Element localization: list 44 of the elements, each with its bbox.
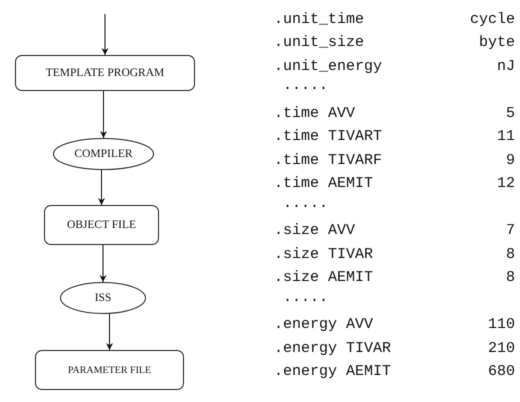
arrow (100, 244, 106, 282)
process-box (15, 55, 195, 91)
parameter-text: .energy TIVAR (274, 340, 392, 358)
parameter-text: .time TIVARF (274, 152, 382, 170)
parameter-text: .size AEMIT (274, 269, 374, 288)
value-text: 210 (488, 340, 515, 358)
arrow (100, 90, 107, 138)
parameter-text: .unit_time (274, 11, 364, 29)
node-label: OBJECT FILE (66, 219, 136, 231)
node-label: COMPILER (74, 148, 133, 160)
parameter-text: .time AEMIT (274, 175, 374, 194)
arrow (98, 170, 105, 206)
node-label: PARAMETER FILE (68, 364, 152, 376)
parameter-text: .unit_size (274, 34, 364, 52)
value-text: cycle (470, 11, 515, 29)
process-ellipse (53, 138, 154, 170)
arrow (102, 14, 108, 56)
parameter-text: ..... (283, 288, 328, 307)
value-text: 12 (496, 175, 515, 194)
parameter-text: ..... (283, 77, 328, 96)
node-label: ISS (94, 292, 112, 304)
process-box (44, 205, 159, 245)
value-text: 11 (496, 128, 515, 146)
parameter-text: .size TIVAR (274, 246, 374, 264)
arrow (106, 314, 113, 350)
parameter-text: .time AVV (274, 104, 356, 123)
node-label: TEMPLATE PROGRAM (46, 67, 164, 79)
parameter-text: .time TIVART (274, 128, 382, 146)
process-ellipse (60, 282, 146, 314)
parameter-text: .energy AVV (274, 316, 374, 334)
value-text: 110 (488, 316, 515, 334)
parameter-text: .unit_energy (274, 58, 382, 76)
parameter-text: ..... (283, 194, 328, 213)
value-text: byte (478, 34, 515, 52)
value-text: nJ (496, 58, 515, 76)
value-text: 8 (506, 269, 515, 288)
parameter-text: .energy AEMIT (274, 363, 392, 382)
parameter-text: .size AVV (274, 222, 356, 240)
value-text: 7 (506, 222, 515, 240)
value-text: 680 (488, 363, 515, 382)
process-box (35, 350, 184, 390)
value-text: 9 (506, 152, 515, 170)
value-text: 5 (506, 104, 515, 123)
value-text: 8 (506, 246, 515, 264)
